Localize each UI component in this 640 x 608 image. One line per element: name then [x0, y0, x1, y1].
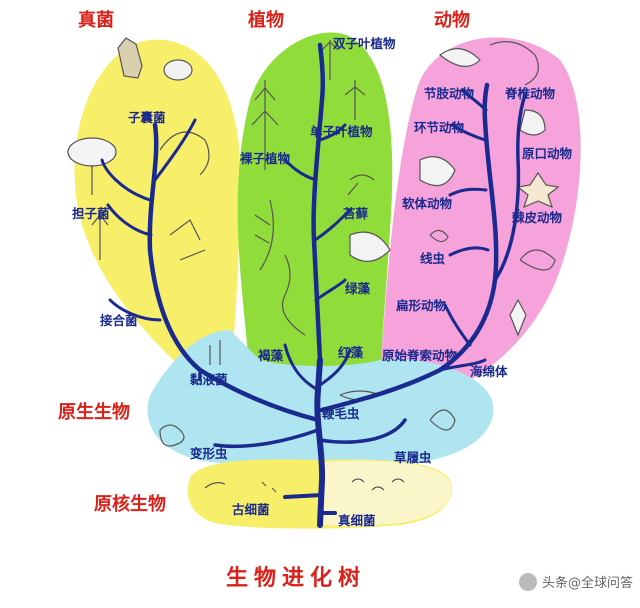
- kingdom-protists: 原生生物: [58, 401, 130, 423]
- branch-monocots: [318, 123, 347, 142]
- kingdom-fungi: 真菌: [78, 9, 114, 31]
- branch-echinoderms: [513, 208, 520, 217]
- branch-fungi: [147, 122, 321, 423]
- kingdom-animals: 动物: [434, 9, 470, 31]
- label-archaea: 古细菌: [232, 502, 270, 517]
- label-dicots: 双子叶植物: [332, 36, 396, 51]
- branch-flatworms: [443, 303, 472, 347]
- watermark: 头条@全球问答: [519, 573, 633, 591]
- branch-fungi-upper: [153, 118, 197, 182]
- label-mosses: 苔藓: [343, 206, 369, 221]
- label-roundworms: 线虫: [420, 251, 446, 266]
- branch-brown-algae: [283, 343, 320, 392]
- label-slime-molds: 黏液菌: [190, 372, 228, 387]
- label-eubacteria: 真细菌: [338, 513, 376, 528]
- fungi-region: [74, 39, 241, 380]
- branch-deuterostome-line: [493, 93, 527, 282]
- branch-archaea: [283, 493, 324, 499]
- label-gymnosperms: 裸子植物: [240, 151, 291, 166]
- label-zygomycetes: 接合菌: [100, 313, 138, 328]
- branch-mosses: [313, 208, 352, 242]
- label-echinoderms: 棘皮动物: [512, 210, 563, 225]
- label-basidiomycetes: 担子菌: [72, 206, 110, 221]
- label-paramecium: 草履虫: [394, 450, 432, 465]
- label-vertebrates: 脊椎动物: [504, 86, 556, 101]
- label-amoeba: 变形虫: [190, 446, 228, 461]
- kingdom-plants: 植物: [248, 9, 284, 31]
- branch-annelids: [450, 123, 487, 142]
- diagram-title: 生物进化树: [226, 565, 366, 591]
- branch-zygomycetes: [108, 298, 162, 322]
- label-deuterostomes: 原口动物: [522, 146, 573, 161]
- label-red-algae: 红藻: [338, 345, 364, 360]
- branch-mollusks: [448, 187, 488, 197]
- branch-paramecium: [318, 418, 407, 444]
- organism-sketches: [67, 37, 560, 493]
- branch-sponges: [438, 358, 487, 372]
- label-primitive-chordates: 原始脊索动物: [382, 348, 458, 363]
- label-flagellates: 鞭毛虫: [322, 406, 360, 421]
- label-brown-algae: 褐藻: [257, 348, 284, 363]
- label-arthropods: 节肢动物: [424, 86, 475, 101]
- label-sponges: 海绵体: [470, 364, 508, 379]
- branch-green-algae: [314, 278, 347, 302]
- branch-gymnosperms: [283, 158, 318, 182]
- watermark-text: 头条@全球问答: [542, 575, 633, 591]
- label-monocots: 单子叶植物: [310, 124, 373, 139]
- eubacteria-subregion: [322, 460, 452, 527]
- branch-roundworms: [448, 246, 490, 257]
- trunk: [314, 357, 326, 528]
- label-mollusks: 软体动物: [402, 196, 453, 211]
- branch-ascomycetes: [100, 158, 152, 202]
- branch-plants: [311, 42, 326, 363]
- label-flatworms: 扁形动物: [395, 298, 447, 313]
- label-annelids: 环节动物: [414, 120, 465, 135]
- branch-red-algae: [318, 348, 352, 387]
- label-ascomycetes: 子囊菌: [128, 110, 166, 125]
- branch-amoeba: [213, 428, 320, 449]
- kingdom-prokaryotes: 原核生物: [94, 493, 166, 515]
- evolution-branches: [100, 42, 527, 528]
- watermark-logo-icon: [519, 573, 537, 591]
- label-green-algae: 绿藻: [345, 281, 371, 296]
- branch-basidiomycetes: [106, 203, 153, 237]
- branch-arthropods: [460, 88, 488, 112]
